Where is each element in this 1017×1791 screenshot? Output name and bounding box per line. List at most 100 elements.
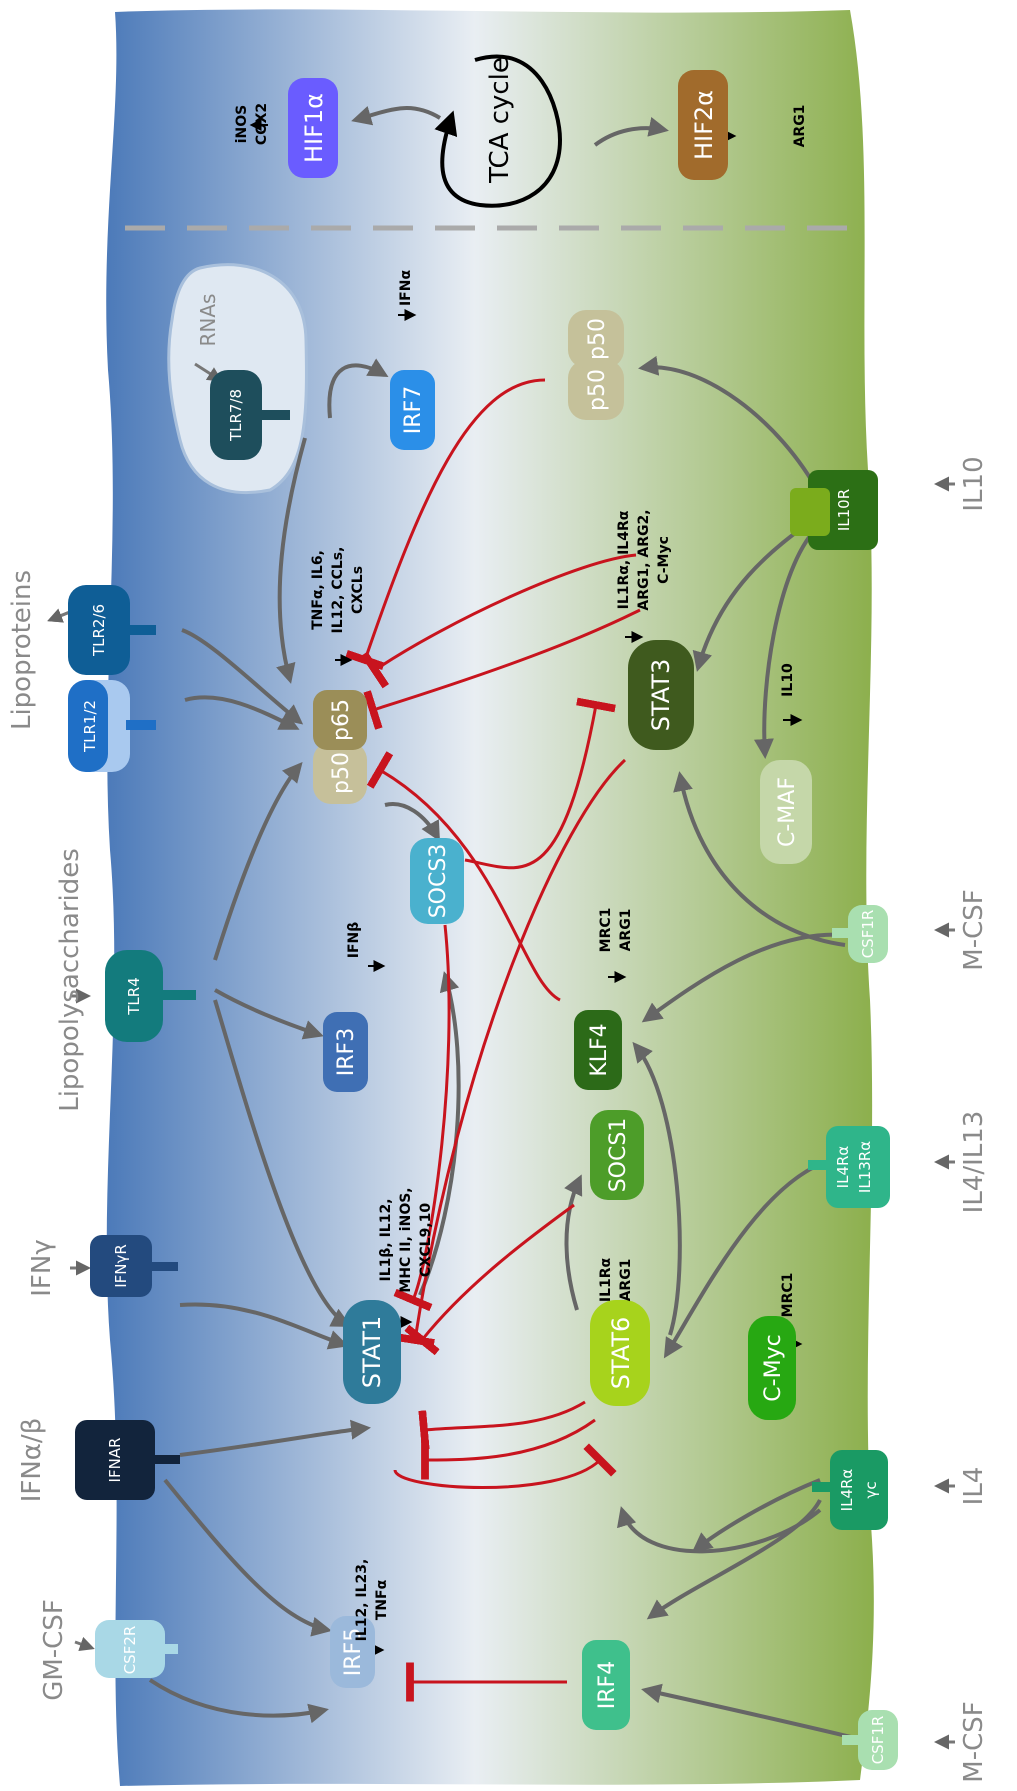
csf1r-bottom-receptor: [842, 1710, 898, 1770]
klf4-shape: [574, 1010, 622, 1090]
tca-cycle-label: TCA cycle: [485, 57, 515, 184]
stat6-shape: [590, 1300, 650, 1406]
klf4-out-2: ARG1: [618, 909, 634, 952]
stat3-label: STAT3: [647, 659, 675, 732]
hif2a-shape: [678, 70, 728, 180]
csf2r-label: CSF2R: [121, 1626, 139, 1675]
cmaf-label: C-MAF: [775, 777, 800, 847]
mcsf-bottom-label: M-CSF: [959, 1701, 989, 1782]
il4r-gc-receptor: [812, 1450, 888, 1530]
hif2a-out: ARG1: [792, 105, 808, 148]
tlr26-receptor: [68, 585, 156, 675]
stat1-out-2: MHC II, iNOS,: [398, 1187, 414, 1292]
irf7-shape: [390, 370, 435, 450]
irf7-label: IRF7: [401, 386, 426, 434]
il4ra-b-label: IL4Rα: [838, 1469, 856, 1512]
csf1r-top-receptor: [832, 905, 888, 963]
il4-label: IL4: [959, 1467, 989, 1506]
tlr4-receptor: [105, 950, 196, 1042]
tlr4-label: TLR4: [125, 977, 143, 1016]
p50a-shape: [313, 742, 367, 804]
p50b-label: p50: [585, 369, 610, 411]
stat3-out-1: IL1Rα, IL4Rα: [616, 510, 632, 609]
irf4-label: IRF4: [595, 1661, 620, 1709]
il4r-il13r-receptor: [808, 1126, 890, 1208]
socs1-shape: [590, 1110, 644, 1200]
activation-arrows: [148, 105, 856, 1740]
il4il13-label: IL4/IL13: [959, 1111, 989, 1214]
socs3-label: SOCS3: [426, 844, 451, 919]
ifng-label: IFNγ: [27, 1239, 57, 1296]
irf5-out-2: TNFα: [374, 1579, 390, 1620]
il4ra-a-label: IL4Rα: [834, 1146, 852, 1189]
p50b-shape: [568, 360, 624, 420]
irf5-shape: [330, 1616, 375, 1688]
stat6-label: STAT6: [607, 1317, 635, 1390]
hif2a-label: HIF2α: [690, 90, 718, 160]
il13ra-label: IL13Rα: [856, 1141, 874, 1193]
irf3-shape: [323, 1012, 368, 1092]
stat6-out-1: IL1Rα: [598, 1257, 614, 1302]
nfkb-out-2: IL12, CCLs,: [330, 547, 346, 634]
stat3-out-2: ARG1, ARG2,: [636, 509, 652, 610]
tca-cycle-loop: [434, 54, 563, 208]
il10-label: IL10: [959, 456, 989, 511]
gc-label: γc: [862, 1481, 880, 1498]
stat3-shape: [628, 640, 694, 750]
csf1r-bottom-label: CSF1R: [869, 1716, 887, 1765]
inhibition-lines: [345, 378, 641, 1702]
mcsf-top-label: M-CSF: [959, 889, 989, 970]
cmyc-out: MRC1: [780, 1273, 796, 1318]
socs1-label: SOCS1: [606, 1118, 631, 1193]
tlr78-receptor: [210, 370, 290, 460]
tlr12-receptor: [68, 680, 156, 772]
hif1a-out-2: COX2: [254, 103, 270, 145]
receptors: [68, 370, 898, 1770]
cmyc-label: C-Myc: [761, 1334, 786, 1401]
lipo-label: Lipoproteins: [7, 570, 37, 730]
tlr12-label: TLR1/2: [81, 700, 99, 753]
cmyc-shape: [748, 1316, 796, 1420]
ifnab-label: IFNα/β: [17, 1418, 47, 1503]
klf4-out-1: MRC1: [598, 908, 614, 953]
stat1-out-1: IL1β, IL12,: [378, 1198, 394, 1281]
csf2r-receptor: [95, 1620, 178, 1678]
socs3-shape: [410, 838, 464, 924]
irf7-out: IFNα: [398, 270, 414, 306]
p65-label: p65: [329, 699, 354, 741]
irf5-out-1: IL12, IL23,: [354, 1559, 370, 1642]
tlr78-label: TLR7/8: [227, 389, 245, 442]
gmcsf-label: GM-CSF: [39, 1599, 69, 1701]
signaling-nodes: [288, 70, 812, 1730]
ifngr-label: IFNγR: [112, 1244, 130, 1288]
il10r-receptor: [790, 470, 878, 550]
nfkb-out-1: TNFα, IL6,: [310, 550, 326, 630]
p50a-label: p50: [329, 752, 354, 794]
ifngr-receptor: [90, 1235, 178, 1297]
irf5-label: IRF5: [341, 1628, 366, 1676]
cmaf-out: IL10: [780, 663, 796, 697]
p50c-shape: [568, 310, 624, 368]
hif1a-out-1: iNOS: [234, 105, 250, 144]
p50c-label: p50: [585, 318, 610, 360]
ifnar-receptor: [75, 1420, 180, 1500]
rnas-label: RNAs: [196, 294, 220, 347]
csf1r-top-label: CSF1R: [859, 910, 877, 959]
cmaf-shape: [760, 760, 812, 864]
irf3-label: IRF3: [334, 1028, 359, 1076]
irf4-shape: [582, 1640, 630, 1730]
il10r-label: IL10R: [835, 489, 853, 531]
hif1a-shape: [288, 78, 338, 178]
stat1-out-3: CXCL9,10: [418, 1203, 434, 1278]
lps-label: Lipopolysaccharides: [55, 848, 85, 1112]
p65-shape: [313, 690, 367, 750]
stat3-out-3: C-Myc: [656, 536, 672, 584]
stat1-label: STAT1: [358, 1316, 386, 1389]
nfkb-out-3: CXCLs: [350, 566, 366, 614]
stat6-out-2: ARG1: [618, 1259, 634, 1302]
stat1-shape: [343, 1300, 401, 1404]
klf4-label: KLF4: [587, 1023, 612, 1076]
tlr26-label: TLR2/6: [90, 604, 108, 657]
hif1a-label: HIF1α: [300, 93, 328, 163]
